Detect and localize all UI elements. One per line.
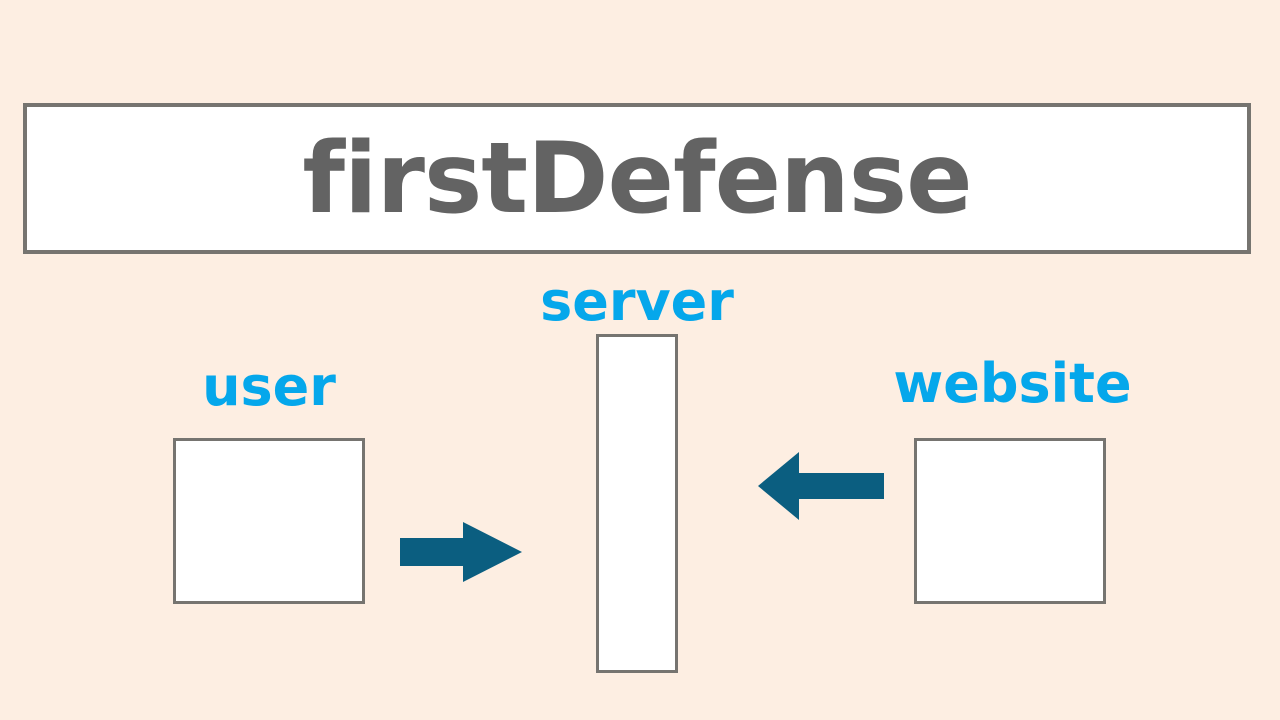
- node-box-user: [173, 438, 365, 604]
- node-box-website: [914, 438, 1106, 604]
- node-label-server: server: [540, 270, 734, 333]
- node-box-server: [596, 334, 678, 673]
- arrow-left-icon-website-to-server: [758, 452, 884, 520]
- node-label-website: website: [893, 352, 1132, 415]
- node-label-user: user: [202, 355, 336, 418]
- page-title: firstDefense: [302, 121, 972, 236]
- arrow-right-icon-user-to-server: [400, 522, 522, 582]
- title-banner: firstDefense: [23, 103, 1251, 254]
